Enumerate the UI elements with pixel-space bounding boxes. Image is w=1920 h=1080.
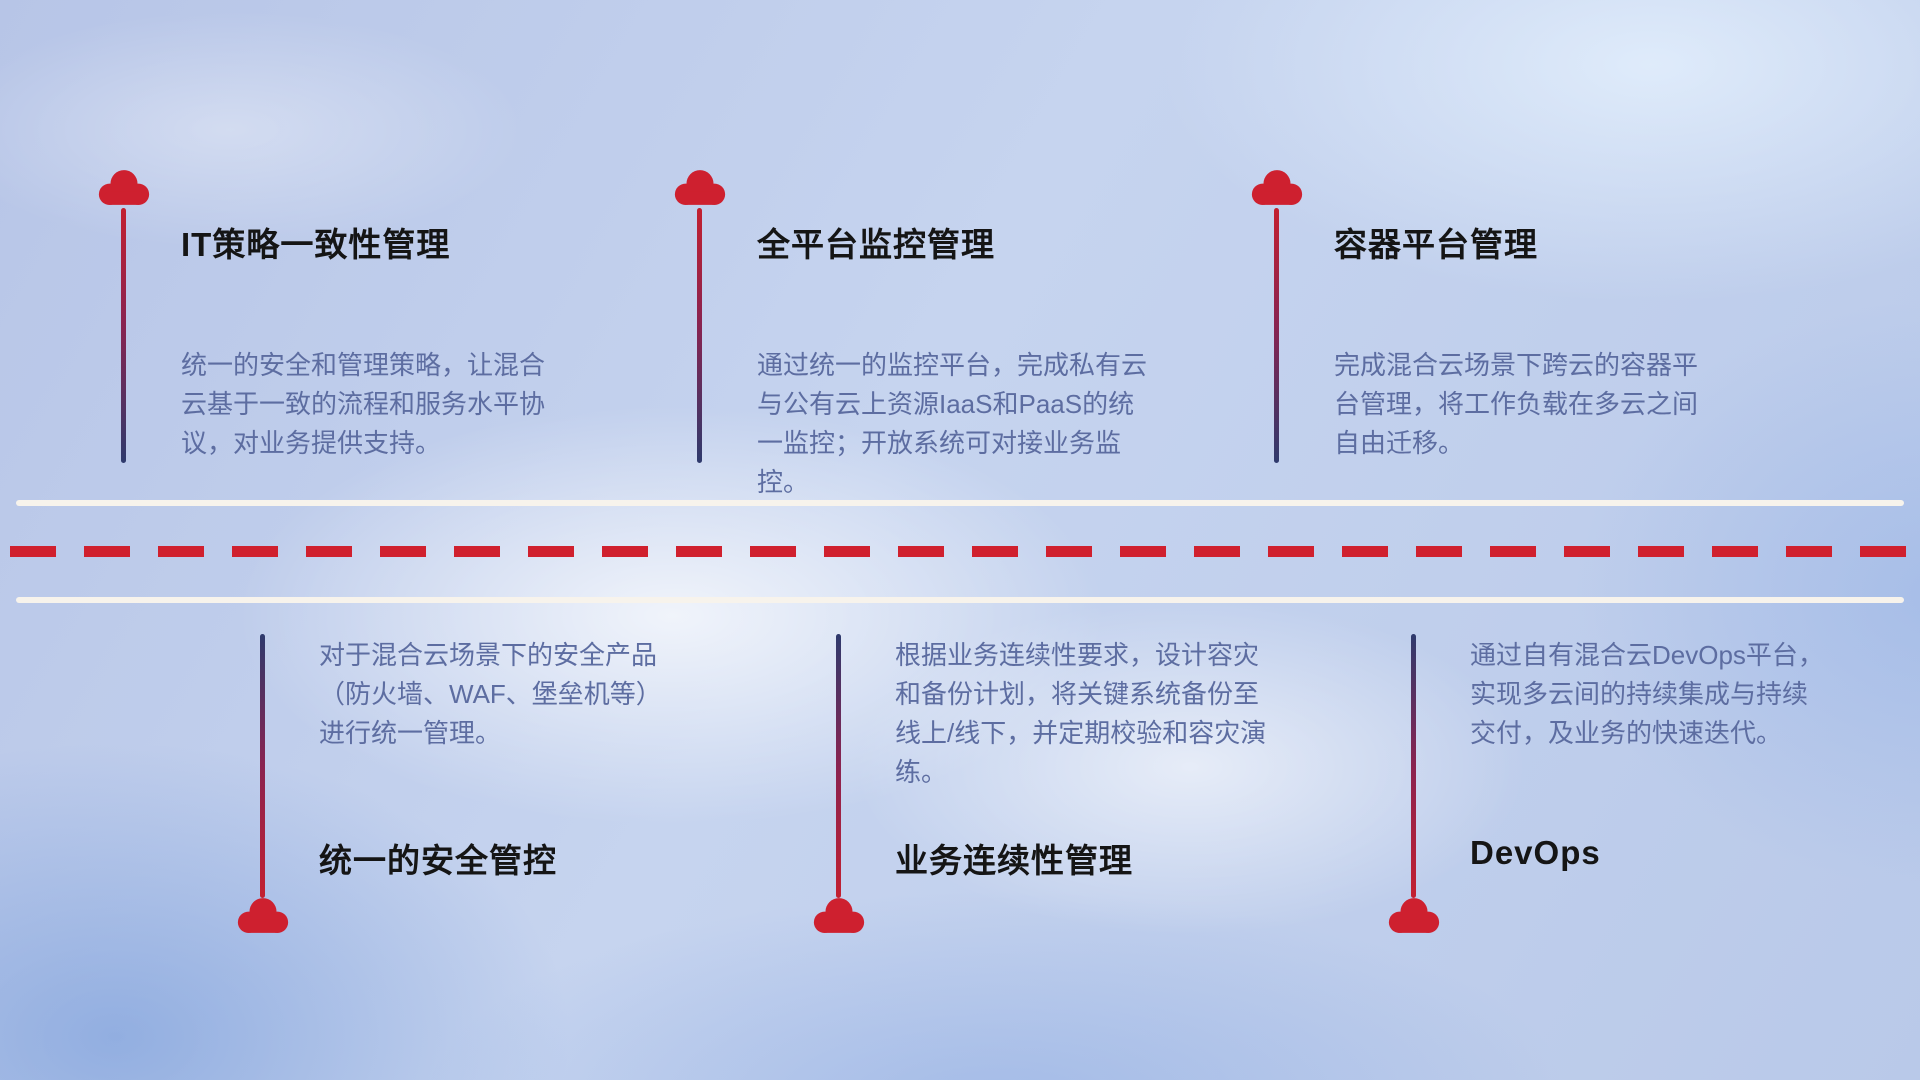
connector-line bbox=[836, 634, 841, 898]
item-title: 容器平台管理 bbox=[1334, 226, 1538, 263]
cloud-icon bbox=[1248, 168, 1306, 209]
item-description: 根据业务连续性要求，设计容灾和备份计划，将关键系统备份至线上/线下，并定期校验和… bbox=[895, 640, 1267, 787]
connector-line bbox=[1274, 208, 1279, 463]
item-description: 通过统一的监控平台，完成私有云与公有云上资源IaaS和PaaS的统一监控；开放系… bbox=[757, 350, 1148, 497]
item-title: IT策略一致性管理 bbox=[181, 226, 451, 263]
connector-line bbox=[697, 208, 702, 463]
cloud-icon bbox=[234, 896, 292, 937]
item-description: 通过自有混合云DevOps平台，实现多云间的持续集成与持续交付，及业务的快速迭代… bbox=[1470, 640, 1824, 748]
road-edge-line-bottom bbox=[16, 597, 1904, 603]
connector-line bbox=[260, 634, 265, 898]
item-title: 业务连续性管理 bbox=[895, 842, 1133, 879]
item-business-continuity: 根据业务连续性要求，设计容灾和备份计划，将关键系统备份至线上/线下，并定期校验和… bbox=[810, 634, 1330, 954]
cloud-icon bbox=[1385, 896, 1443, 937]
road-edge-line-top bbox=[16, 500, 1904, 506]
cloud-icon bbox=[810, 896, 868, 937]
connector-line bbox=[1411, 634, 1416, 898]
item-description: 对于混合云场景下的安全产品（防火墙、WAF、堡垒机等）进行统一管理。 bbox=[319, 640, 662, 748]
item-title: 统一的安全管控 bbox=[319, 842, 557, 879]
item-title: DevOps bbox=[1470, 834, 1601, 871]
item-description: 完成混合云场景下跨云的容器平台管理，将工作负载在多云之间自由迁移。 bbox=[1334, 350, 1699, 458]
item-platform-monitoring: 全平台监控管理 通过统一的监控平台，完成私有云与公有云上资源IaaS和PaaS的… bbox=[671, 168, 1191, 497]
item-it-policy-management: IT策略一致性管理 统一的安全和管理策略，让混合云基于一致的流程和服务水平协议，… bbox=[95, 168, 615, 488]
road-center-dashline bbox=[10, 546, 1910, 557]
item-security-control: 对于混合云场景下的安全产品（防火墙、WAF、堡垒机等）进行统一管理。 统一的安全… bbox=[234, 634, 754, 954]
cloud-icon bbox=[671, 168, 729, 209]
item-description: 统一的安全和管理策略，让混合云基于一致的流程和服务水平协议，对业务提供支持。 bbox=[181, 350, 546, 458]
item-container-platform: 容器平台管理 完成混合云场景下跨云的容器平台管理，将工作负载在多云之间自由迁移。 bbox=[1248, 168, 1768, 488]
connector-line bbox=[121, 208, 126, 463]
cloud-icon bbox=[95, 168, 153, 209]
item-title: 全平台监控管理 bbox=[757, 226, 995, 263]
item-devops: 通过自有混合云DevOps平台，实现多云间的持续集成与持续交付，及业务的快速迭代… bbox=[1385, 634, 1905, 954]
